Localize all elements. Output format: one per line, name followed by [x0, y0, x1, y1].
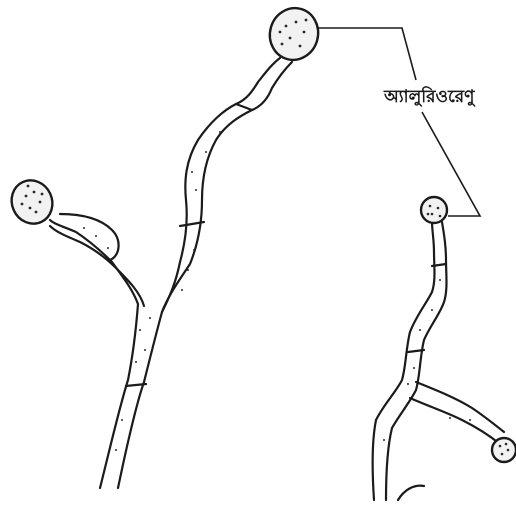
left-hypha-lower-branch [50, 226, 144, 306]
left-hypha-wall-right [118, 58, 280, 488]
leader-to-top-spore [318, 28, 416, 80]
right-hypha-dots [383, 279, 471, 441]
right-hypha-wall-left [373, 222, 435, 500]
aleurospore-top [264, 3, 324, 66]
septum-3 [236, 104, 252, 110]
right-hypha-wall-right [386, 222, 447, 500]
left-hypha-inner-branch [162, 62, 292, 312]
right-hypha [373, 222, 504, 500]
right-hypha-root [398, 486, 424, 500]
aleurospore-right [421, 197, 447, 223]
label-leaders [318, 28, 480, 216]
aleurospore-label: অ্যালুরিওরেণু [384, 84, 506, 112]
left-hypha-dots [83, 131, 221, 451]
aleurospore-lower-right [492, 438, 516, 462]
left-hypha-wall-left [50, 220, 138, 488]
left-hypha [50, 58, 292, 488]
right-hypha-branch [410, 398, 500, 444]
